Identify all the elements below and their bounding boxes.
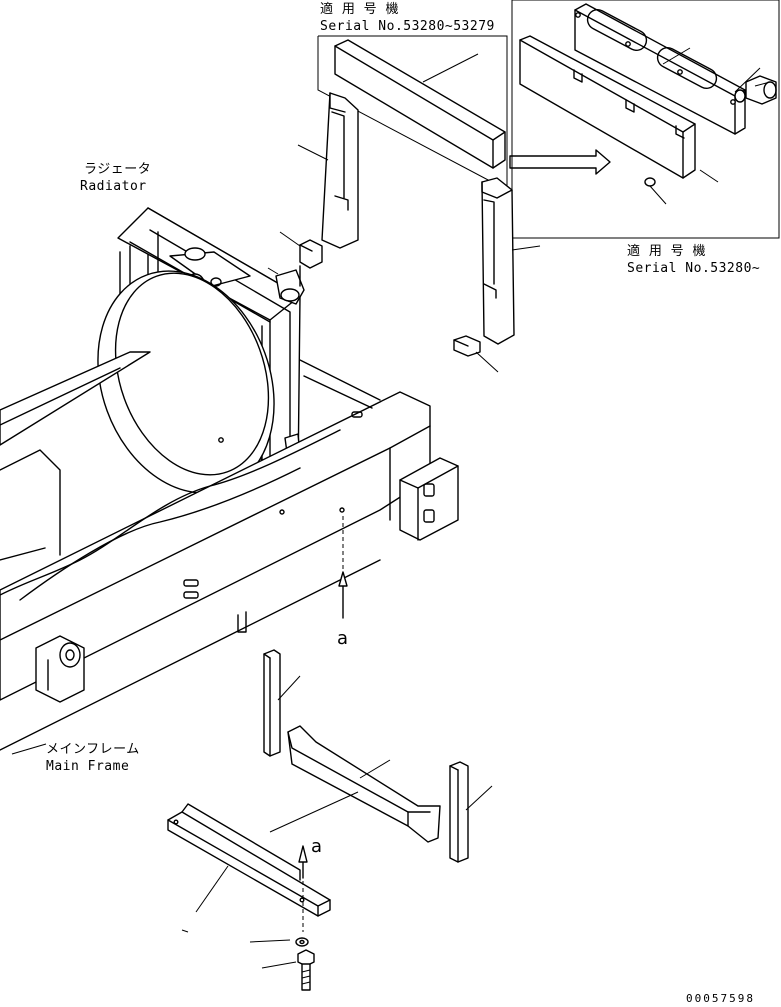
tick-mark: [181, 929, 189, 933]
drawing-code: 00057598: [686, 992, 755, 1005]
serial-top-jp: 適 用 号 機: [320, 2, 399, 17]
serial-box-top: [317, 35, 508, 191]
lower-seal-posts: [263, 649, 493, 863]
main-frame: [0, 351, 459, 751]
serial-right-jp: 適 用 号 機: [627, 244, 706, 259]
view-marker-upper: a: [337, 628, 349, 649]
view-marker-lower: a: [311, 836, 323, 857]
radiator: [97, 207, 305, 494]
main-frame-label-en: Main Frame: [46, 759, 130, 774]
serial-right-en: Serial No.53280~: [627, 261, 761, 276]
washer-and-bolt: [249, 937, 315, 991]
view-arrow-upper: [338, 516, 348, 619]
serial-box-right: [511, 0, 780, 239]
main-frame-leader: [11, 743, 47, 755]
view-arrow-lower: [298, 845, 308, 932]
radiator-label-jp: ラジェータ: [84, 162, 152, 177]
main-frame-label-jp: メインフレーム: [46, 742, 140, 757]
radiator-label-en: Radiator: [80, 179, 147, 194]
arrow-to-new-version: [509, 149, 611, 175]
radiator-seal-right: [453, 177, 541, 373]
serial-top-en: Serial No.53280~53279: [320, 19, 495, 34]
lower-cover-plate: [167, 791, 359, 917]
lower-seal-strip: [287, 725, 441, 843]
radiator-seal-left: [279, 92, 359, 269]
